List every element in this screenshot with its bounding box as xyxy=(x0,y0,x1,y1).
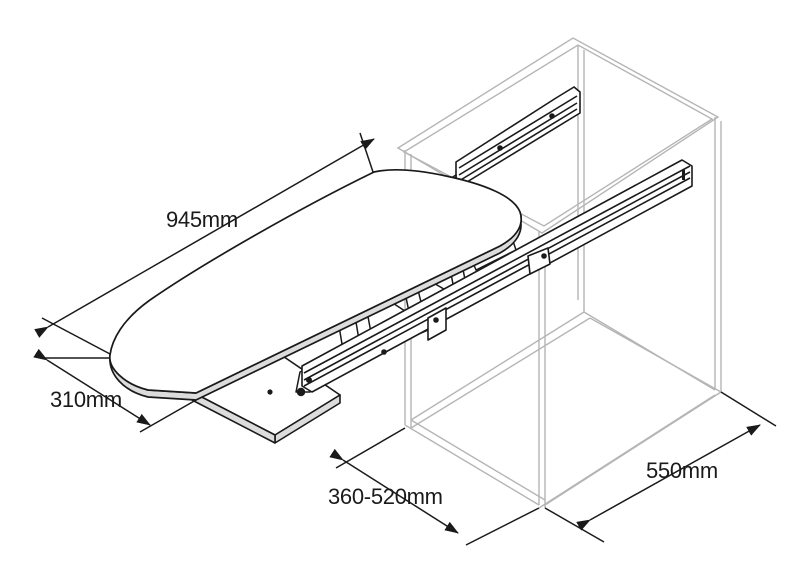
dimension-label-length: 945mm xyxy=(166,207,238,232)
dimension-label-cabinet-opening: 360-520mm xyxy=(328,484,443,509)
dimension-945 xyxy=(34,132,375,355)
base-plate xyxy=(191,345,341,444)
dimension-360-520 xyxy=(329,427,540,546)
dimension-550 xyxy=(544,391,777,543)
dimension-310 xyxy=(33,348,197,433)
dimension-label-cabinet-depth: 550mm xyxy=(646,458,718,483)
dimension-label-width: 310mm xyxy=(50,387,122,412)
main-slide-rail xyxy=(301,159,693,393)
rear-slide-rail xyxy=(439,86,581,193)
